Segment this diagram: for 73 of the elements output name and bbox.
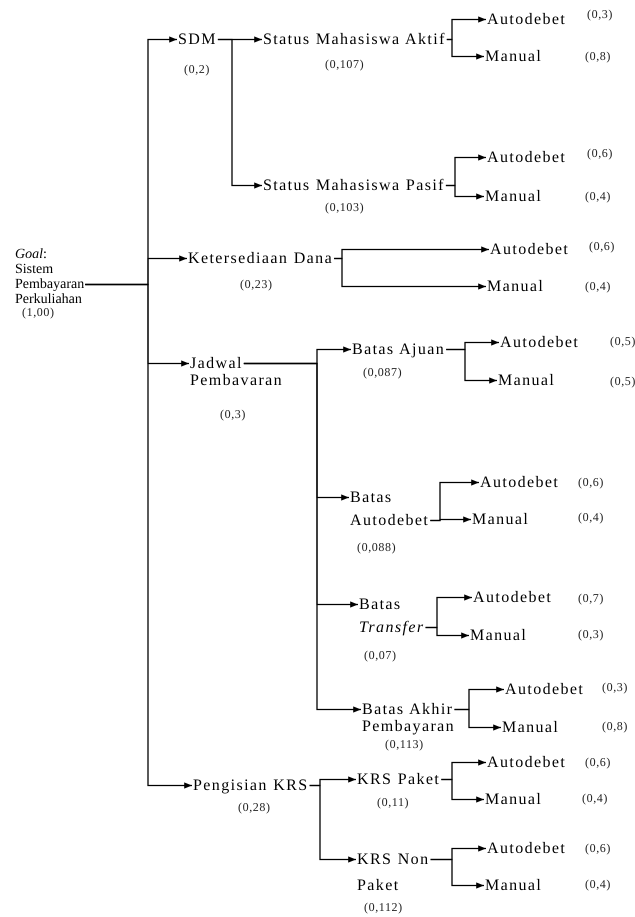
weight-value: (0,3) (220, 408, 246, 421)
weight-value: (0,087) (363, 366, 402, 379)
alternative-label: Manual (485, 48, 542, 65)
alternative-label: Manual (498, 372, 556, 389)
weight-value: (0,112) (364, 901, 403, 914)
weight-value: (0,103) (325, 201, 364, 214)
weight-value: (1,00) (22, 306, 55, 319)
criterion-label: Status Mahasiswa Pasif (263, 177, 446, 194)
weight-value: (0,4) (582, 792, 608, 805)
weight-value: (0,4) (585, 878, 611, 891)
weight-value: (0,107) (325, 58, 364, 71)
criterion-label: KRS Non Paket (357, 850, 430, 896)
weight-value: (0,113) (385, 738, 424, 751)
arrow (218, 38, 262, 189)
alternative-label: Manual (502, 719, 560, 736)
arrow (310, 784, 356, 863)
alternative-label: Autodebet (500, 334, 580, 351)
arrow (446, 184, 484, 200)
alternative-label: Autodebet (487, 754, 566, 771)
arrow (446, 348, 497, 384)
alternative-label: Autodebet (480, 474, 560, 491)
criterion-label: Batas Autodebet (350, 488, 430, 531)
criterion-label: KRS Paket (357, 771, 442, 788)
weight-value: (0,3) (587, 8, 613, 21)
alternative-label: Autodebet (487, 840, 566, 857)
alternative-label: Manual (472, 511, 530, 528)
weight-value: (0,6) (578, 476, 604, 489)
criterion-label: Batas Transfer (359, 595, 426, 638)
arrow (425, 626, 469, 639)
arrow (244, 362, 361, 713)
alternative-label: Autodebet (473, 589, 552, 606)
criterion-label: Pengisian KRS (193, 777, 310, 794)
weight-value: (0,6) (587, 147, 613, 160)
alternative-label: Autodebet (487, 149, 566, 166)
weight-value: (0,3) (578, 628, 604, 641)
arrow (430, 858, 484, 889)
criterion-label: Batas Ajuan (352, 341, 446, 358)
alternative-label: Autodebet (505, 681, 584, 698)
weight-value: (0,4) (585, 280, 611, 293)
alternative-label: Manual (470, 627, 528, 644)
criterion-label: Status Mahasiswa Aktif (263, 31, 447, 48)
alternative-label: Autodebet (490, 241, 570, 258)
weight-value: (0,11) (377, 796, 410, 809)
criterion-label: Goal: Sistem Pembayaran Perkuliahan (15, 247, 85, 307)
alternative-label: Manual (485, 877, 542, 894)
weight-value: (0,23) (240, 278, 273, 291)
weight-value: (0,28) (238, 801, 271, 814)
criterion-label: SDM (178, 31, 218, 48)
arrow (85, 284, 192, 789)
alternative-label: Manual (487, 278, 544, 295)
weight-value: (0,088) (357, 541, 396, 554)
weight-value: (0,3) (602, 681, 628, 694)
arrow (441, 778, 484, 803)
weight-value: (0,2) (184, 63, 210, 76)
weight-value: (0,8) (602, 720, 628, 733)
arrow (446, 38, 484, 60)
weight-value: (0,7) (578, 592, 604, 605)
weight-value: (0,4) (578, 511, 604, 524)
weight-value: (0,6) (589, 240, 615, 253)
arrow (334, 258, 486, 290)
weight-value: (0,6) (585, 842, 611, 855)
arrow (430, 516, 471, 523)
arrow (454, 708, 501, 731)
criterion-label: Jadwal Pembavaran (190, 355, 284, 389)
weight-value: (0,4) (585, 190, 611, 203)
alternative-label: Manual (485, 188, 542, 205)
alternative-label: Manual (485, 791, 542, 808)
criterion-label: Ketersediaan Dana (188, 250, 334, 267)
alternative-label: Autodebet (487, 11, 566, 28)
weight-value: (0,07) (364, 649, 397, 662)
weight-value: (0,8) (585, 50, 611, 63)
weight-value: (0,6) (585, 756, 611, 769)
criterion-label: Batas Akhir Pembayaran (362, 701, 456, 735)
